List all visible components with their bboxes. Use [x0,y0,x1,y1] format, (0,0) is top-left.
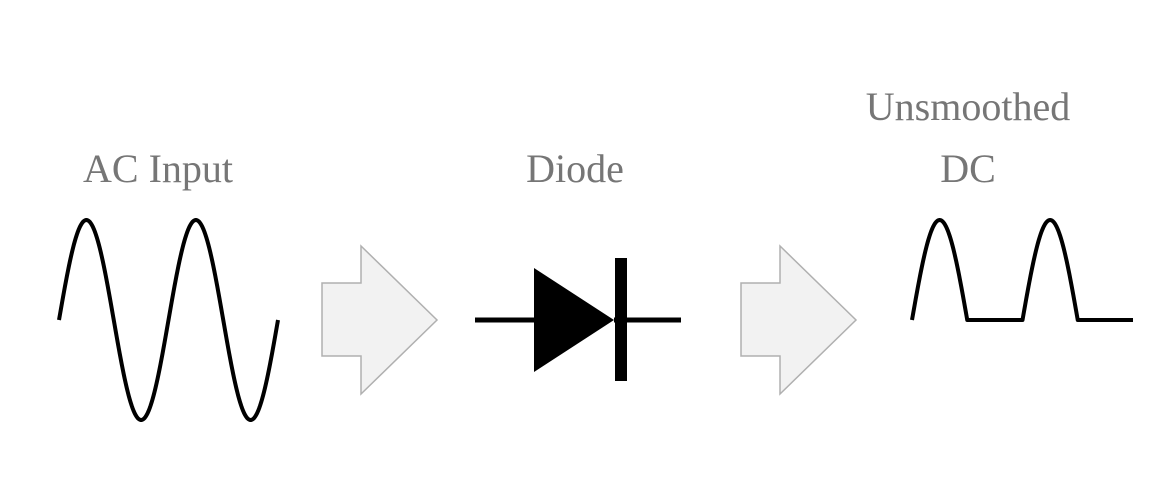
unsmoothed-dc-label-line2: DC [940,146,996,191]
flow-arrow-2-icon [740,244,858,396]
unsmoothed-dc-label: Unsmoothed DC [838,76,1098,200]
diode-symbol-icon [475,258,681,381]
diode-label: Diode [526,146,624,191]
diode-triangle [534,268,614,372]
ac-input-label: AC Input [83,146,233,191]
unsmoothed-dc-label-line1: Unsmoothed [865,84,1071,129]
half-wave-rectified-icon [910,218,1135,322]
flow-arrow-1-icon [321,244,439,396]
sine-wave-icon [57,218,280,422]
